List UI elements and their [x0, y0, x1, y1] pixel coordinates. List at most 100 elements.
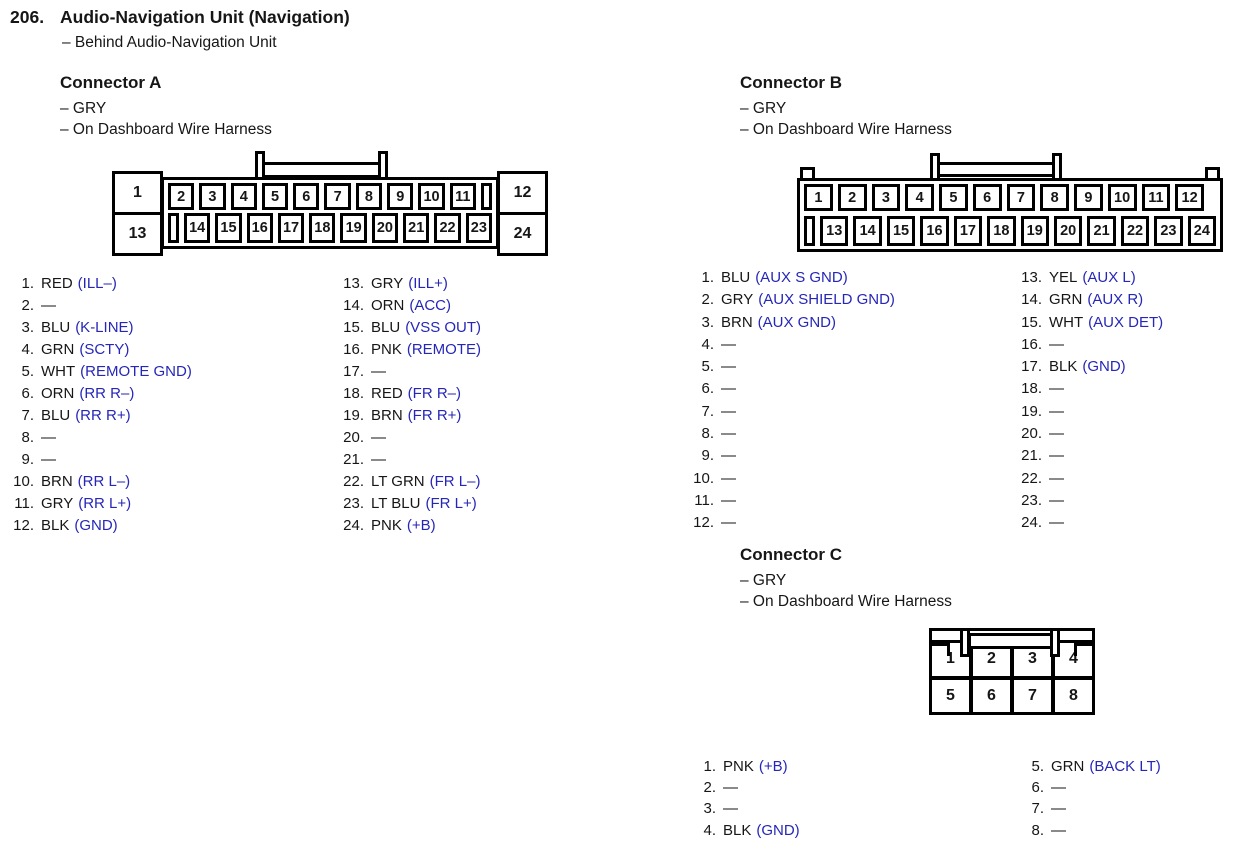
pin-number: 16. — [343, 341, 364, 358]
pin-row: 1.PNK(+B) — [690, 758, 800, 779]
pin-number: 23. — [1021, 491, 1042, 509]
wire-color: — — [41, 429, 56, 446]
pin-cell-large: 12 — [497, 171, 548, 215]
pin-number: 24. — [343, 517, 364, 534]
wire-color: LT BLU — [371, 495, 421, 512]
pin-row: 8.— — [1018, 822, 1161, 843]
pin-number: 11. — [694, 491, 714, 509]
pin-row: 2.GRY(AUX SHIELD GND) — [688, 291, 894, 313]
pin-number: 22. — [343, 473, 364, 490]
pin-function: (AUX GND) — [757, 313, 837, 331]
pin-row: 11.GRY(RR L+) — [8, 495, 192, 517]
pin-cell-large: 1 — [112, 171, 163, 215]
pin-cell: 5 — [932, 679, 969, 712]
wire-color: BRN — [41, 473, 73, 490]
wire-color: GRY — [721, 291, 754, 309]
pin-function: (BACK LT) — [1089, 758, 1161, 775]
pin-cell: 19 — [1020, 216, 1049, 246]
wire-color: GRN — [41, 341, 75, 358]
connector-c-harness-note: – On Dashboard Wire Harness — [740, 593, 952, 611]
pin-cell: 15 — [886, 216, 916, 246]
wire-color: PNK — [371, 341, 402, 358]
pin-cell: 22 — [434, 213, 461, 243]
connector-a-pin-list-col2: 13.GRY(ILL+) 14.ORN(ACC) 15.BLU(VSS OUT)… — [338, 275, 481, 539]
pin-number: 21. — [1021, 447, 1042, 465]
wire-color: BLK — [1049, 358, 1078, 376]
wire-color: ORN — [371, 297, 405, 314]
pin-row: 4.GRN(SCTY) — [8, 341, 192, 363]
pin-function: (REMOTE) — [406, 341, 482, 358]
pin-cell: 11 — [449, 183, 476, 210]
pin-cell: 3 — [871, 184, 901, 211]
pin-number: 14. — [343, 297, 364, 314]
wire-color: — — [1049, 380, 1064, 398]
pin-row: 23.— — [1016, 492, 1163, 514]
pin-number: 1. — [701, 269, 714, 286]
pin-row: 16. PNK(REMOTE) — [338, 341, 481, 363]
connector-c-color-note: – GRY — [740, 572, 787, 589]
pin-row: 10.BRN(RR L–) — [8, 473, 192, 495]
pin-number: 10. — [693, 469, 714, 487]
pin-function: (GND) — [74, 517, 118, 534]
pin-cell: 18 — [987, 216, 1016, 246]
pin-cell: 21 — [1087, 216, 1116, 246]
pin-row: 5.— — [688, 358, 895, 380]
pin-number: 21. — [343, 451, 364, 468]
pin-number: 4. — [701, 335, 714, 353]
pin-function: (ILL+) — [408, 275, 448, 292]
pin-cell: 19 — [340, 213, 367, 243]
wire-color: — — [41, 297, 56, 314]
pin-cell — [480, 183, 492, 210]
pin-cell: 10 — [418, 183, 445, 210]
pin-row: 2.— — [8, 297, 192, 319]
pin-number: 20. — [343, 429, 364, 446]
wire-color: — — [1049, 469, 1064, 487]
pin-number: 4. — [21, 341, 34, 358]
pin-number: 7. — [21, 407, 34, 424]
pin-row: 3.BLU(K-LINE) — [8, 319, 192, 341]
pin-cell — [804, 216, 815, 246]
connector-a-left-end: 1 13 — [112, 171, 163, 256]
pin-row: 2.— — [690, 779, 800, 800]
pin-cell: 20 — [1053, 216, 1083, 246]
pin-number: 14. — [1021, 291, 1042, 309]
pin-row: 5.GRN(BACK LT) — [1018, 758, 1161, 779]
pin-row: 17.— — [338, 363, 481, 385]
pin-number: 11. — [14, 495, 34, 512]
wire-color: GRN — [1049, 291, 1083, 309]
pin-function: (ILL–) — [77, 275, 117, 292]
pin-cell: 18 — [309, 213, 336, 243]
pin-cell: 17 — [277, 213, 305, 243]
pin-function: (FR L+) — [425, 495, 477, 512]
pin-row: 6.— — [688, 380, 895, 402]
wire-color: BRN — [721, 313, 753, 331]
pin-function: (GND) — [1082, 358, 1126, 376]
pin-cell: 7 — [324, 183, 351, 210]
pin-row: 23.LT BLU(FR L+) — [338, 495, 481, 517]
pin-number: 3. — [701, 313, 714, 331]
pin-number: 10. — [13, 473, 34, 490]
connector-a-color-note: – GRY — [60, 100, 107, 117]
wire-color: YEL — [1049, 269, 1078, 286]
pin-number: 18. — [343, 385, 364, 402]
pin-row: 5.WHT(REMOTE GND) — [8, 363, 191, 385]
wire-color: — — [721, 491, 736, 509]
pin-number: 17. — [343, 363, 364, 380]
pin-cell: 12 — [1175, 184, 1204, 211]
wire-color: — — [1049, 402, 1064, 420]
latch-post-left — [930, 153, 940, 181]
pin-row: 20.— — [1016, 425, 1163, 447]
item-number: 206. — [10, 7, 45, 27]
pin-cell: 4 — [905, 184, 934, 211]
connector-a-heading: Connector A — [60, 73, 162, 92]
page-title: Audio-Navigation Unit (Navigation) — [60, 7, 350, 27]
pin-row: 18.— — [1016, 380, 1163, 402]
pin-cell: 6 — [972, 184, 1002, 211]
pin-row: 15.BLU(VSS OUT) — [338, 319, 481, 341]
pin-number: 16. — [1021, 335, 1042, 353]
pin-cell: 16 — [246, 213, 273, 243]
unit-location-note: – Behind Audio-Navigation Unit — [62, 34, 277, 51]
